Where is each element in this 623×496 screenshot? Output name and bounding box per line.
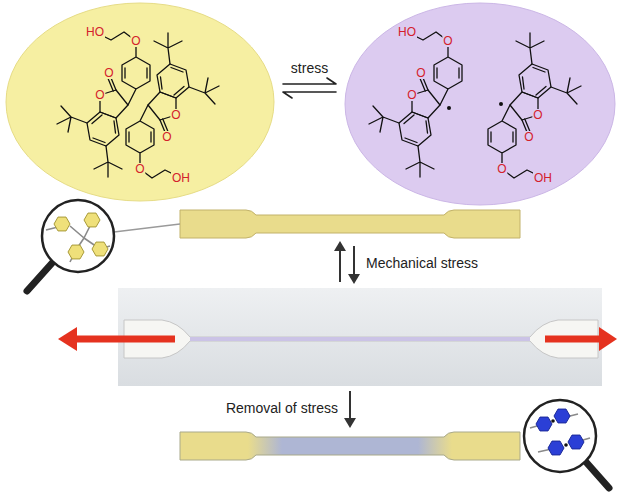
pull-arrow-part xyxy=(74,336,175,343)
atom-label: O xyxy=(532,109,543,121)
forward-harpoon xyxy=(283,78,336,84)
magnifier-closed xyxy=(27,200,180,291)
pull-arrow-part xyxy=(58,327,77,351)
molecule-ellipse: HOOOOOOOOH xyxy=(344,2,616,206)
process-arrow-part xyxy=(334,241,346,251)
pull-arrow-part xyxy=(545,336,600,343)
magnifier-closed-part xyxy=(68,245,84,259)
magnifier-open-part xyxy=(564,443,568,447)
atom-label: O xyxy=(134,163,145,175)
edge-label: stress xyxy=(291,60,328,76)
structure-drawing xyxy=(57,32,150,177)
pull-arrow-part xyxy=(599,327,617,351)
atom-label: HO xyxy=(85,26,105,38)
process-arrow-part xyxy=(344,418,356,428)
equilibrium-arrow xyxy=(283,78,336,98)
process-arrow-part xyxy=(339,250,341,282)
stretched-specimen xyxy=(124,320,598,358)
atom-label: O xyxy=(523,131,534,143)
structure-drawing xyxy=(488,33,581,178)
process-arrow xyxy=(334,241,360,428)
magnifier-closed-part xyxy=(84,213,100,227)
atom-label: OH xyxy=(533,172,553,184)
magnifier-closed-part xyxy=(46,222,110,262)
structure-drawing xyxy=(369,32,462,177)
process-arrow-part xyxy=(353,246,355,275)
magnifier-open-part xyxy=(554,409,570,423)
unstretched-specimen xyxy=(180,210,520,238)
reverse-harpoon xyxy=(283,92,336,98)
process-label: Mechanical stress xyxy=(366,255,478,271)
atom-label: OH xyxy=(171,172,191,184)
atom-label: O xyxy=(130,35,141,47)
radical-dot xyxy=(499,102,503,106)
ellipse-ground xyxy=(6,3,274,201)
magnifier-closed-part xyxy=(42,200,114,272)
pull-arrow xyxy=(58,327,617,351)
atom-label: O xyxy=(161,131,172,143)
magnifier-closed-part xyxy=(92,242,108,256)
atom-label: O xyxy=(103,67,114,79)
atom-label: O xyxy=(406,89,417,101)
magnifier-open xyxy=(524,400,609,488)
magnifier-closed-part xyxy=(54,217,70,231)
structure-drawing xyxy=(126,33,219,178)
magnifier-closed-part xyxy=(27,262,53,291)
stretched-gauge xyxy=(190,337,530,341)
recovered-specimen xyxy=(180,432,520,460)
atom-label: O xyxy=(415,67,426,79)
radical-dot xyxy=(447,106,451,110)
ellipse-outline xyxy=(344,2,616,206)
atom-label: O xyxy=(170,109,181,121)
magnifier-open-part xyxy=(568,435,584,449)
process-arrow-part xyxy=(348,274,360,284)
atom-label: O xyxy=(496,163,507,175)
magnifier-open-part xyxy=(548,441,564,455)
magnifier-open-part xyxy=(536,417,552,431)
magnifier-closed-part xyxy=(114,224,180,232)
molecule-ellipse: HOOOOOOOOH xyxy=(5,2,275,202)
atom-label: HO xyxy=(397,26,417,38)
magnifier-open-part xyxy=(524,400,596,472)
atom-label: O xyxy=(94,89,105,101)
atom-label: O xyxy=(442,35,453,47)
stretched-photo xyxy=(118,288,602,386)
process-arrow-part xyxy=(349,391,351,419)
magnifier-open-part xyxy=(586,462,609,488)
process-label: Removal of stress xyxy=(226,400,338,416)
magnifier-open-part xyxy=(551,419,555,423)
ellipse-ground xyxy=(345,3,615,205)
